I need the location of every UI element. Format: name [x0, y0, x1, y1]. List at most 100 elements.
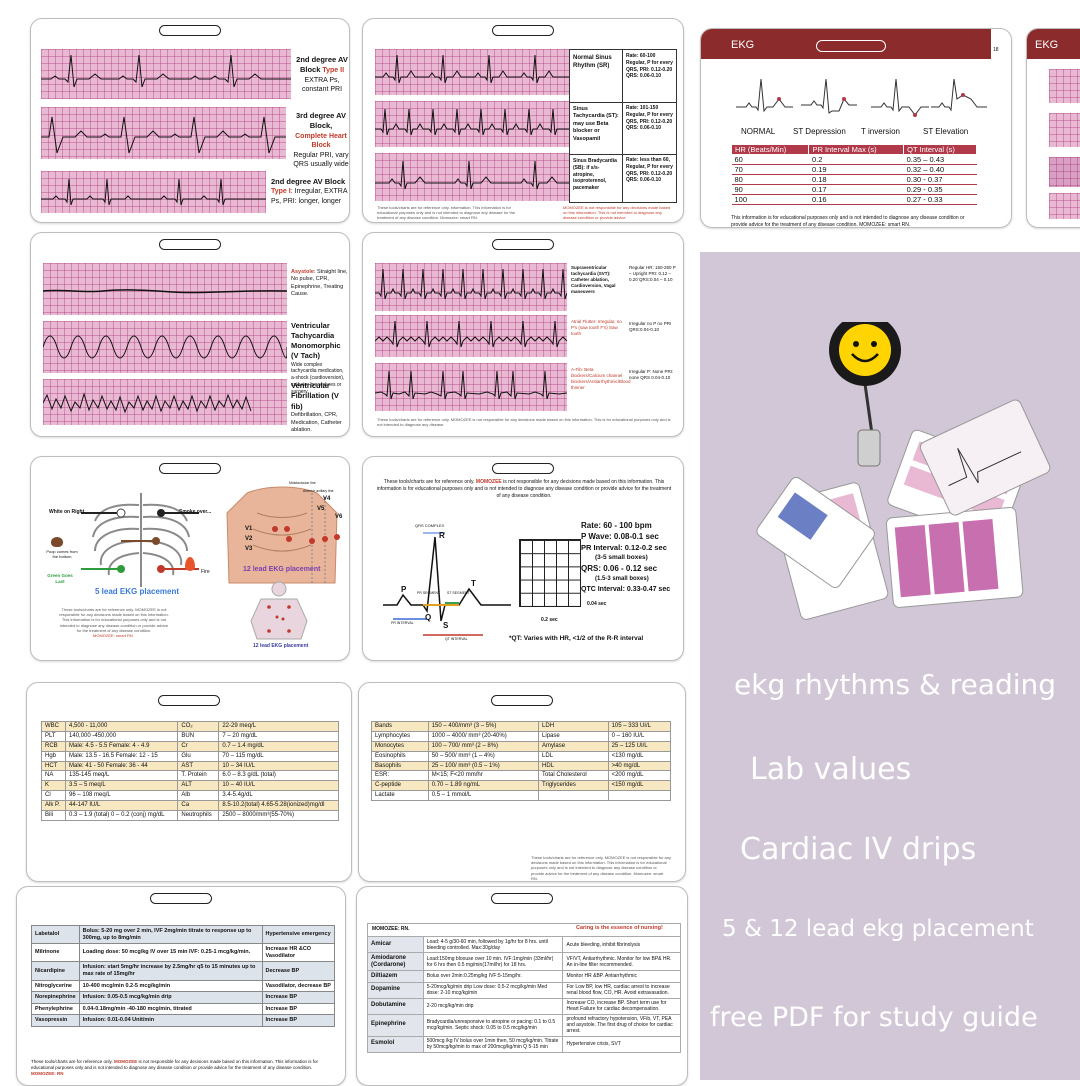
ekg-strip	[375, 315, 567, 357]
table-cell: Bili	[40, 810, 67, 821]
table-header: PR Interval Max (s)	[808, 144, 905, 155]
lead-v4: V4	[323, 496, 331, 502]
table-cell: 90	[731, 184, 809, 195]
ekg-grid-box	[519, 539, 581, 607]
ekg-strip	[43, 379, 287, 425]
table-cell: Milrinone	[31, 943, 80, 963]
table-cell: Labetalol	[31, 924, 80, 945]
table-cell: 0.17	[808, 184, 904, 195]
table-cell: Nitroglycerine	[31, 979, 80, 993]
promo-line-placement: 5 & 12 lead ekg placement	[722, 916, 1034, 942]
fire-label: Fire	[201, 569, 210, 575]
table-cell: Dopamine	[367, 981, 424, 999]
table-cell: 0.35 – 0.43	[903, 154, 977, 165]
table-cell: Increase HR &CO Vasodilator	[261, 943, 336, 963]
badge-slot	[492, 463, 554, 474]
table-cell: 0.32 – 0.40	[903, 164, 977, 175]
ekg-strip	[1049, 69, 1080, 103]
table-cell: Increase CO, increase BP. Short term use…	[562, 997, 681, 1015]
q-wave-label: Q	[425, 613, 432, 622]
lead-v1: V1	[245, 526, 253, 532]
badge-slot	[492, 239, 554, 250]
table-cell: 0.70 – 1.89 ng/mL	[427, 780, 540, 792]
white-on-right-label: White on Right	[49, 509, 85, 515]
svt-name: Supraventricular tachycardia (SVT): Cath…	[571, 265, 616, 295]
table-cell: 105 – 333 UI/L	[607, 721, 672, 732]
table-cell: 0.27 - 0.33	[903, 194, 977, 205]
table-cell	[607, 790, 672, 802]
rate-label: Rate: 60 - 100 bpm	[581, 521, 652, 530]
table-cell: <200 mg/dL	[607, 770, 672, 782]
ekg-strip	[375, 153, 569, 201]
table-cell: HCT	[40, 760, 67, 772]
table-cell: 0.3 – 1.9 (total) 0 – 0.2 (conj) mg/dL	[65, 810, 179, 821]
table-cell: 0.5 – 1 mmol/L	[427, 790, 540, 802]
ekg-strip	[41, 171, 266, 213]
ekg-strip	[43, 321, 287, 373]
card-ventricular-rhythms: Asystole: Straight line, No pulse, CPR, …	[30, 232, 350, 437]
table-cell: Eosinophils	[371, 750, 429, 762]
promo-line-labs: Lab values	[750, 752, 912, 787]
pqrst-diagram	[383, 532, 511, 636]
card-footer: MOMOZEE is not responsible for any decis…	[563, 205, 671, 221]
table-header: QT Interval (s)	[903, 144, 977, 155]
table-cell: 2-20 mcg/kg/min drip	[422, 997, 564, 1015]
ekg-strip	[1049, 113, 1080, 147]
table-cell: Hgb	[40, 750, 67, 762]
pr-interval-duration: PR Interval: 0.12-0.2 sec	[581, 543, 667, 552]
table-cell: WBC	[40, 721, 67, 732]
table-cell: Total Cholesterol	[538, 770, 609, 782]
table-cell: 10 – 40 IU/L	[218, 780, 339, 792]
sinus-brady-info: Rate: less than 60, Regular, P for every…	[626, 157, 673, 184]
asystole-label: Asystole: Straight line, No pulse, CPR, …	[291, 269, 348, 298]
table-cell: Alk P.	[40, 800, 67, 812]
sinus-tachy-name: Sinus Tachycardia (ST): may use Beta blo…	[573, 106, 619, 142]
table-cell: 4,500 - 11,000	[65, 721, 179, 732]
ekg-strip	[375, 263, 567, 311]
ekg-strip	[41, 49, 291, 99]
product-collage	[756, 322, 1051, 620]
qrs-complex-label: QRS COMPLEX	[415, 523, 445, 528]
table-cell: Dobutamine	[367, 997, 424, 1015]
table-cell: Load: 4-5 g/30-60 min, followed by 1g/hr…	[422, 936, 564, 953]
table-cell: 22-29 meq/L	[218, 721, 339, 732]
table-cell: 100 – 700/ mm³ (2 – 8%)	[427, 740, 540, 752]
table-cell: Bands	[371, 721, 429, 732]
table-cell: Monocytes	[371, 740, 429, 752]
disclaimer-header: These tools/charts are for reference onl…	[376, 479, 672, 499]
ekg-title: EKG	[731, 39, 755, 51]
badge-slot	[150, 893, 212, 904]
table-cell: Infusion: 0.01-0.04 Unit/min	[78, 1014, 263, 1027]
card-footer: These tools/charts are for reference onl…	[531, 855, 671, 881]
ekg-strip	[375, 363, 567, 411]
table-cell: AST	[177, 760, 220, 772]
table-header: HR (Beats/Min)	[730, 144, 810, 155]
table-cell: 0 – 160 IU/L	[607, 730, 672, 742]
table-cell: M<15; F<20 mm/hr	[427, 770, 540, 782]
table-cell: Cr	[177, 740, 220, 752]
midclavicular-label: Midclavicular line	[289, 481, 316, 485]
table-cell: NA	[40, 770, 67, 782]
table-cell: 80	[731, 174, 809, 185]
table-cell: 0.30 - 0.37	[903, 174, 977, 185]
table-cell: 44-147 IU/L	[65, 800, 179, 812]
pr-interval-label: PR INTERVAL	[391, 621, 414, 625]
rhythm-info-table: Normal Sinus Rhythm (SR) Rate: 60-100 Re…	[569, 49, 677, 203]
table-cell: Cl	[40, 790, 67, 802]
table-cell: RCB	[40, 740, 67, 752]
